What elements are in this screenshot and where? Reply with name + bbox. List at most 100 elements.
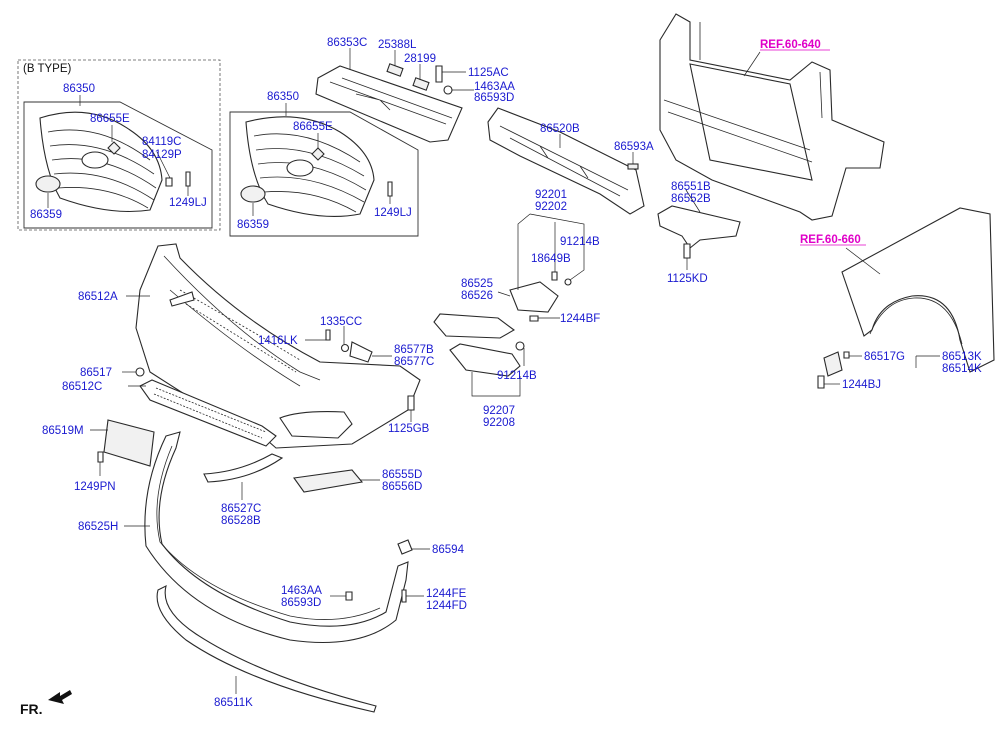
label-86514K[interactable]: 86514K: [942, 363, 982, 375]
label-25388L[interactable]: 25388L: [378, 39, 417, 51]
label-86359[interactable]: 86359: [237, 219, 269, 231]
label-1249PN[interactable]: 1249PN: [74, 481, 116, 493]
bumper-bracket-left: [169, 291, 195, 307]
label-86551B[interactable]: 86551B: [671, 181, 711, 193]
label-86525H[interactable]: 86525H: [78, 521, 118, 533]
label-1463AA-top[interactable]: 1463AA: [474, 81, 515, 93]
label-91214B-lower[interactable]: 91214B: [497, 370, 537, 382]
label-92207[interactable]: 92207: [483, 405, 515, 417]
lower-cover-edge: [156, 445, 381, 620]
label-86525[interactable]: 86525: [461, 278, 493, 290]
upper-cover-ribs: [329, 77, 453, 125]
lower-lip-group: 86511K: [156, 584, 377, 713]
license-bracket: [103, 419, 155, 467]
label-1244BJ[interactable]: 1244BJ: [842, 379, 881, 391]
label-86512C[interactable]: 86512C: [62, 381, 102, 393]
label-86593D-top[interactable]: 86593D: [474, 92, 514, 104]
bolt-1244BF: [529, 315, 539, 322]
label-1244FD[interactable]: 1244FD: [426, 600, 467, 612]
label-86555D[interactable]: 86555D: [382, 469, 422, 481]
foglamp-bracket: [509, 281, 559, 313]
label-18649B[interactable]: 18649B: [531, 253, 571, 265]
label-86359-btype[interactable]: 86359: [30, 209, 62, 221]
clip-86593A: [627, 163, 639, 170]
btype-label: (B TYPE): [23, 63, 72, 75]
carrier-group: REF.60-640: [659, 13, 885, 221]
absorber-ribs: [499, 125, 629, 197]
label-1125GB[interactable]: 1125GB: [388, 423, 430, 435]
label-86556D[interactable]: 86556D: [382, 481, 422, 493]
label-86517[interactable]: 86517: [80, 367, 112, 379]
side-bracket: [823, 351, 843, 377]
label-86520B[interactable]: 86520B: [540, 123, 580, 135]
front-label: FR.: [20, 701, 43, 717]
label-86528B[interactable]: 86528B: [221, 515, 261, 527]
upper-cover-group: 86353C 25388L 28199 1125AC 1463AA 86593D: [315, 37, 515, 143]
label-86655E[interactable]: 86655E: [293, 121, 333, 133]
btype-emblem: [35, 175, 61, 193]
label-86350[interactable]: 86350: [267, 91, 299, 103]
label-86552B[interactable]: 86552B: [671, 193, 711, 205]
label-86593A[interactable]: 86593A: [614, 141, 654, 153]
grille-screw: [387, 181, 393, 197]
label-86527C[interactable]: 86527C: [221, 503, 261, 515]
label-1335CC[interactable]: 1335CC: [320, 316, 362, 328]
screw-18649B: [551, 271, 558, 281]
label-91214B-upper[interactable]: 91214B: [560, 236, 600, 248]
front-arrow-icon: [48, 690, 72, 704]
clip-1463AA-lower: [345, 591, 353, 601]
label-1244BF[interactable]: 1244BF: [560, 313, 600, 325]
label-86594[interactable]: 86594: [432, 544, 465, 556]
btype-clip-84119: [165, 177, 173, 187]
bumper-upper-molding: [179, 289, 301, 373]
label-86353C[interactable]: 86353C: [327, 37, 367, 49]
label-86517G[interactable]: 86517G: [864, 351, 905, 363]
label-1244FE[interactable]: 1244FE: [426, 588, 467, 600]
label-28199[interactable]: 28199: [404, 53, 436, 65]
label-84129P[interactable]: 84129P: [142, 149, 182, 161]
carrier-lines: [663, 22, 823, 163]
ref-60-640[interactable]: REF.60-640: [760, 39, 821, 51]
label-92208[interactable]: 92208: [483, 417, 515, 429]
label-86593D-lower[interactable]: 86593D: [281, 597, 321, 609]
nut-91214B-lower: [515, 341, 525, 351]
bracket: [657, 205, 741, 249]
label-92201[interactable]: 92201: [535, 189, 567, 201]
label-86577B[interactable]: 86577B: [394, 344, 434, 356]
label-86519M[interactable]: 86519M: [42, 425, 84, 437]
garnish-86555D: [293, 469, 364, 493]
label-86350-btype[interactable]: 86350: [63, 83, 95, 95]
grille-emblem: [286, 159, 314, 177]
label-84119C[interactable]: 84119C: [142, 136, 181, 148]
ref-60-660[interactable]: REF.60-660: [800, 234, 861, 246]
license-bracket-group: 86519M 1249PN: [42, 419, 155, 493]
label-1249LJ[interactable]: 1249LJ: [374, 207, 412, 219]
front-indicator: FR.: [20, 690, 72, 717]
label-86512A[interactable]: 86512A: [78, 291, 118, 303]
label-1416LK[interactable]: 1416LK: [258, 335, 298, 347]
grille-box: [229, 111, 419, 237]
lower-cover: [144, 431, 409, 644]
screw-1249PN: [97, 451, 104, 463]
label-1463AA-lower[interactable]: 1463AA: [281, 585, 322, 597]
label-86526[interactable]: 86526: [461, 290, 493, 302]
label-86513K[interactable]: 86513K: [942, 351, 982, 363]
energy-absorber: [487, 107, 645, 215]
lower-cover-group: 86525H 86594 1463AA 86593D 1244FE 1244FD: [78, 431, 467, 644]
lower-grille-mesh: [153, 387, 267, 439]
btype-dashed-box: [17, 59, 221, 231]
label-86511K[interactable]: 86511K: [214, 697, 253, 709]
label-1125KD[interactable]: 1125KD: [667, 273, 708, 285]
bolt-1125KD: [683, 243, 691, 259]
label-1125AC[interactable]: 1125AC: [468, 67, 509, 79]
pad-28199: [412, 77, 430, 91]
label-1249LJ-btype[interactable]: 1249LJ: [169, 197, 207, 209]
label-86655E-btype[interactable]: 86655E: [90, 113, 130, 125]
absorber-group: 86520B 86593A: [487, 107, 654, 215]
bumper-group: 86512A 1416LK 1335CC 86577B 86577C 86517…: [78, 243, 434, 449]
label-92202[interactable]: 92202: [535, 201, 567, 213]
btype-clip: [107, 141, 121, 155]
foglamp-cover-86525: [433, 313, 515, 339]
label-86577C[interactable]: 86577C: [394, 356, 434, 368]
